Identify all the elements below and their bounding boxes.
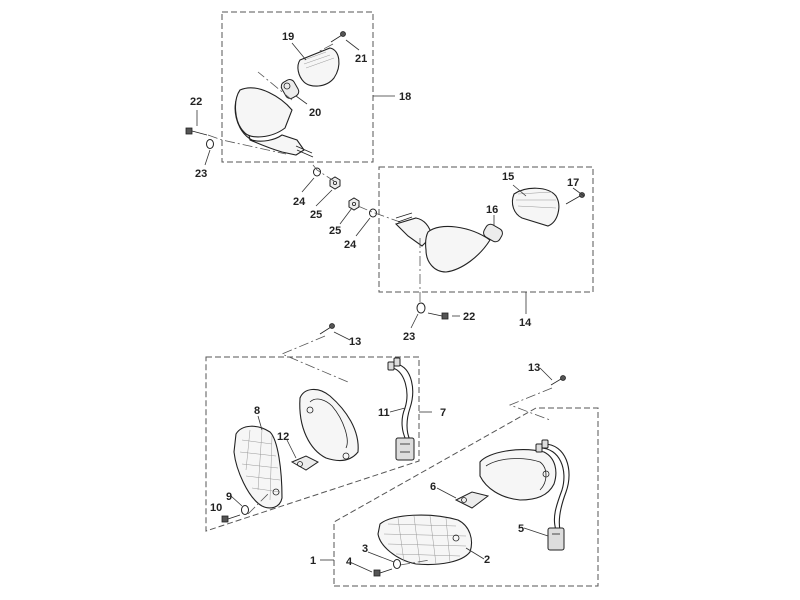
callout-1: 1 <box>310 555 316 567</box>
callout-7: 7 <box>440 407 446 419</box>
nut-25-right <box>348 197 360 211</box>
bulb-20 <box>280 79 300 99</box>
washer-23-right <box>416 302 426 314</box>
callout-22-right: 22 <box>463 311 475 323</box>
screw-21 <box>330 31 346 43</box>
callout-20: 20 <box>309 107 321 119</box>
callout-labels: 19 21 18 20 22 23 24 25 25 24 15 17 16 1… <box>190 31 579 568</box>
callout-17: 17 <box>567 177 579 189</box>
callout-25-right: 25 <box>329 225 341 237</box>
callout-23-right: 23 <box>403 331 415 343</box>
callout-5: 5 <box>518 523 524 535</box>
bulb-12 <box>290 455 319 471</box>
lamp-housing-7 <box>299 388 359 462</box>
washer-3 <box>393 559 401 569</box>
callout-6: 6 <box>430 481 436 493</box>
lamp-body-18 <box>235 87 293 138</box>
turn-signal-assembly-7 <box>233 388 359 515</box>
callout-16: 16 <box>486 204 498 216</box>
callout-9: 9 <box>226 491 232 503</box>
callout-13-left: 13 <box>349 336 361 348</box>
screw-13-right <box>550 375 566 386</box>
bulb-16 <box>483 223 503 243</box>
callout-21: 21 <box>355 53 367 65</box>
callout-2: 2 <box>484 554 490 566</box>
leader-lines <box>196 39 585 573</box>
lamp-body-14 <box>425 225 491 273</box>
callout-15: 15 <box>502 171 514 183</box>
callout-8: 8 <box>254 405 260 417</box>
washer-23-left <box>206 139 214 149</box>
lens-2 <box>377 514 473 566</box>
callout-14: 14 <box>519 317 532 329</box>
callout-4: 4 <box>346 556 353 568</box>
washer-9 <box>241 505 249 515</box>
callout-19: 19 <box>282 31 294 43</box>
assembly-box-7 <box>205 356 420 532</box>
callout-22-left: 22 <box>190 96 202 108</box>
assembly-box-18 <box>221 11 374 163</box>
lens-8 <box>233 425 283 509</box>
washer-24-left <box>313 167 321 177</box>
callout-11: 11 <box>378 407 390 419</box>
wire-harness-5 <box>535 439 570 551</box>
callout-13-right: 13 <box>528 362 540 374</box>
bolt-22-left <box>185 127 208 136</box>
nut-25-left <box>329 176 341 190</box>
callout-24-right: 24 <box>344 239 357 251</box>
callout-12: 12 <box>277 431 289 443</box>
turn-signal-assembly-14 <box>394 187 585 305</box>
assembly-box-1 <box>333 407 599 587</box>
screw-10 <box>221 514 241 523</box>
screw-4 <box>373 568 393 577</box>
assembly-box-14 <box>378 166 594 293</box>
bulb-6 <box>454 491 490 509</box>
turn-signal-assembly-18 <box>207 31 346 158</box>
callout-25-left: 25 <box>310 209 322 221</box>
callout-10: 10 <box>210 502 222 514</box>
callout-24-left: 24 <box>293 196 306 208</box>
callout-18: 18 <box>399 91 411 103</box>
callout-23-left: 23 <box>195 168 207 180</box>
callout-3: 3 <box>362 543 368 555</box>
washer-24-right <box>369 208 377 218</box>
turn-signal-assembly-1 <box>377 449 557 566</box>
lens-19 <box>297 47 340 87</box>
bolt-22-right <box>427 312 449 320</box>
lamp-housing-1 <box>479 449 557 501</box>
screw-13-left <box>319 323 335 335</box>
